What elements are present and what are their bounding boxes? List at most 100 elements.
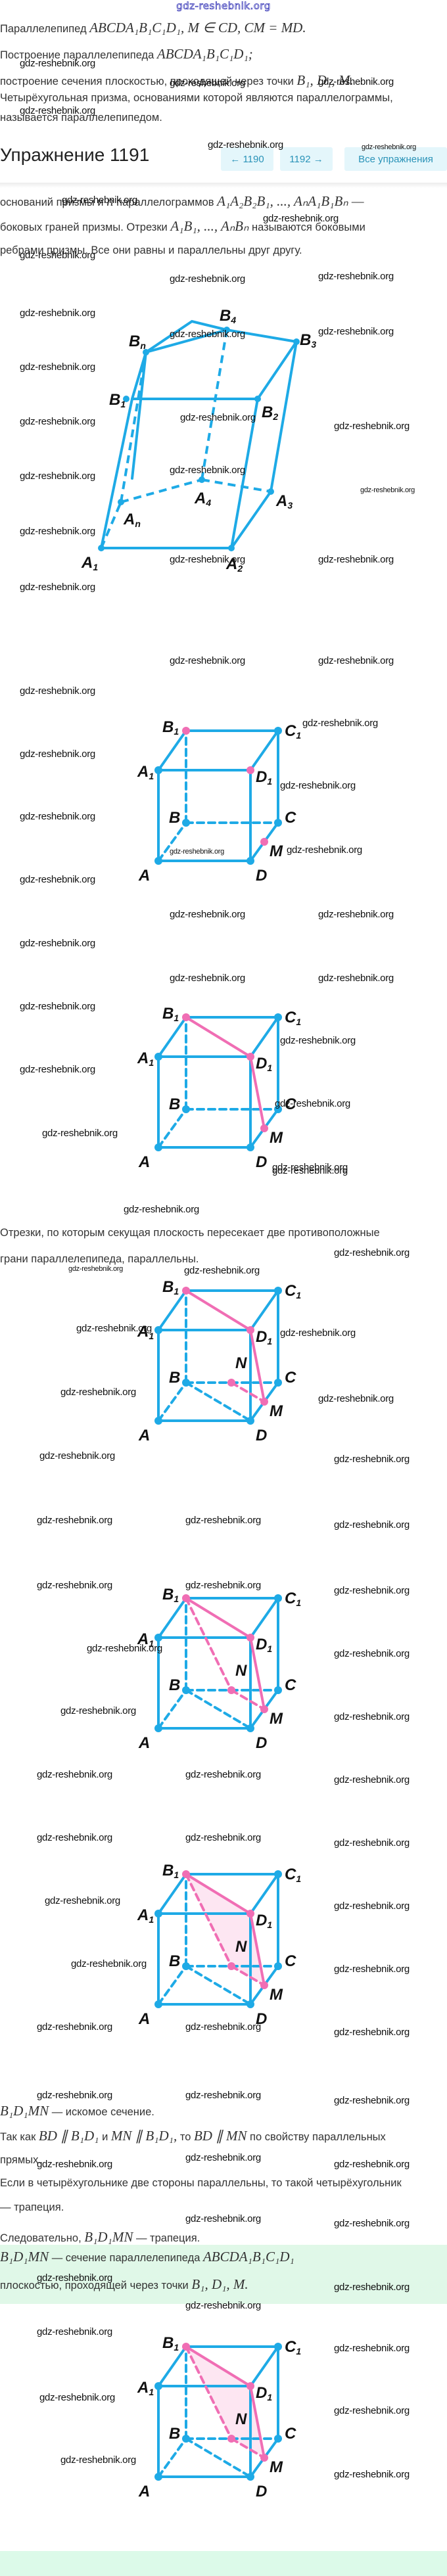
section-edge-D1-M bbox=[249, 1636, 266, 1711]
watermark: gdz-reshebnik.org bbox=[208, 139, 283, 150]
label-A1: A1 bbox=[81, 554, 98, 572]
label-D1: D1 bbox=[256, 2384, 272, 2403]
vertex-A bbox=[154, 1417, 162, 1425]
watermark: gdz-reshebnik.org bbox=[62, 195, 137, 206]
watermark: gdz-reshebnik.org bbox=[20, 250, 95, 261]
since-math: BD ∥ B₁D₁ bbox=[38, 2128, 99, 2144]
watermark: gdz-reshebnik.org bbox=[334, 1454, 410, 1465]
section-text: построение сечения плоскостью, проходяще… bbox=[0, 76, 297, 87]
watermark: gdz-reshebnik.org bbox=[334, 1585, 410, 1596]
conclusion-math: B₁D₁MN bbox=[0, 2103, 49, 2119]
watermark: gdz-reshebnik.org bbox=[124, 1204, 199, 1215]
site-logo[interactable]: gdz-reshebnik.org bbox=[176, 0, 271, 12]
section-edge-B1-D1 bbox=[185, 1016, 252, 1058]
section-fill bbox=[186, 1874, 264, 1985]
therefore-text: Следовательно, bbox=[0, 2232, 85, 2244]
section-edge-D1-M bbox=[249, 1912, 266, 1987]
watermark: gdz-reshebnik.org bbox=[20, 416, 95, 427]
watermark: gdz-reshebnik.org bbox=[334, 1247, 410, 1258]
watermark: gdz-reshebnik.org bbox=[37, 2272, 112, 2284]
edge-C1-D1 bbox=[249, 1597, 279, 1639]
prism-text: оснований призмы и bbox=[0, 196, 107, 208]
answer-math: B₁D₁MN bbox=[0, 2249, 49, 2265]
given-math: ABCDA₁B₁C₁D₁, M ∈ CD, CM = MD. bbox=[89, 20, 306, 35]
watermark: gdz-reshebnik.org bbox=[37, 1769, 112, 1780]
therefore-line: Следовательно, B₁D₁MN — трапеция. bbox=[0, 2229, 200, 2245]
section-edge-N-M bbox=[230, 1381, 266, 1403]
watermark: gdz-reshebnik.org bbox=[360, 486, 415, 494]
vertex-C bbox=[274, 1686, 282, 1694]
vertex-D bbox=[247, 2473, 254, 2481]
next-exercise-button[interactable]: 1192 → bbox=[280, 147, 333, 171]
construct-math: ABCDA₁B₁C₁D₁; bbox=[156, 46, 253, 62]
label-C: C bbox=[285, 1676, 296, 1694]
prism-n: n bbox=[106, 193, 114, 209]
watermark: gdz-reshebnik.org bbox=[20, 1064, 95, 1075]
watermark: gdz-reshebnik.org bbox=[334, 1711, 410, 1722]
watermark: gdz-reshebnik.org bbox=[318, 554, 394, 565]
hidden-edge-B-D bbox=[185, 1965, 252, 2006]
page-title: Упражнение 1191 bbox=[0, 145, 150, 165]
vertex-A bbox=[154, 1143, 162, 1151]
watermark: gdz-reshebnik.org bbox=[170, 78, 245, 89]
hidden-edge-A-B bbox=[157, 1108, 187, 1149]
vertex-An bbox=[118, 499, 124, 505]
vertex-D bbox=[247, 1143, 254, 1151]
footer-band bbox=[0, 2551, 447, 2576]
watermark: gdz-reshebnik.org bbox=[20, 748, 95, 760]
hidden-edge-A-B bbox=[157, 821, 187, 862]
watermark: gdz-reshebnik.org bbox=[185, 2213, 261, 2224]
all-exercises-button[interactable]: Все упражнения bbox=[344, 147, 447, 171]
label-B: B bbox=[169, 2425, 180, 2443]
vertex-B bbox=[182, 1105, 190, 1113]
label-D1: D1 bbox=[256, 1328, 272, 1346]
watermark: gdz-reshebnik.org bbox=[185, 2090, 261, 2101]
label-B1: B1 bbox=[162, 1586, 179, 1604]
vertex-B1 bbox=[182, 1287, 190, 1295]
edge-C1-D1 bbox=[249, 729, 279, 771]
vertex-Bn bbox=[143, 349, 149, 356]
prism-text: боковых граней призмы. Отрезки bbox=[0, 221, 171, 233]
vertex-D1 bbox=[247, 1910, 254, 1918]
watermark: gdz-reshebnik.org bbox=[185, 2300, 261, 2311]
vertex-A bbox=[154, 2473, 162, 2481]
watermark: gdz-reshebnik.org bbox=[280, 1327, 356, 1339]
label-C: C bbox=[285, 809, 296, 827]
watermark: gdz-reshebnik.org bbox=[45, 1895, 120, 1906]
watermark: gdz-reshebnik.org bbox=[334, 1964, 410, 1975]
vertex-M bbox=[260, 1124, 268, 1132]
watermark: gdz-reshebnik.org bbox=[87, 1643, 162, 1654]
section-fill bbox=[186, 2347, 264, 2458]
answer-box bbox=[0, 2245, 447, 2304]
section-edge-N-M bbox=[230, 1965, 266, 1987]
label-B: B bbox=[169, 1952, 180, 1970]
watermark: gdz-reshebnik.org bbox=[20, 308, 95, 319]
vertex-C bbox=[274, 819, 282, 827]
label-B: B bbox=[169, 1676, 180, 1694]
label-N: N bbox=[235, 1354, 247, 1372]
prism-text: называются боковыми bbox=[248, 221, 365, 233]
answer-line-2: плоскостью, проходящей через точки B₁, D… bbox=[0, 2276, 248, 2293]
vertex-C1 bbox=[274, 2343, 282, 2351]
hidden-edge-A1-An bbox=[100, 501, 122, 549]
watermark: gdz-reshebnik.org bbox=[185, 2152, 261, 2163]
vertex-D bbox=[247, 857, 254, 865]
answer-math: ABCDA₁B₁C₁D₁ bbox=[202, 2249, 294, 2265]
watermark: gdz-reshebnik.org bbox=[334, 421, 410, 432]
watermark: gdz-reshebnik.org bbox=[334, 2469, 410, 2480]
opposite-faces-line-2: грани параллелепипеда, параллельны. bbox=[0, 1253, 199, 1265]
edge-A1-B1 bbox=[157, 2345, 187, 2387]
vertex-B1 bbox=[182, 727, 190, 735]
hidden-edge-A-B bbox=[157, 1381, 187, 1422]
since-math: MN ∥ B₁D₁, bbox=[110, 2128, 177, 2144]
vertex-C bbox=[274, 1962, 282, 1970]
watermark: gdz-reshebnik.org bbox=[20, 685, 95, 697]
prism-math: A₁A₂B₂B₁, ..., AₙA₁B₁Bₙ — bbox=[217, 193, 364, 209]
label-A: A bbox=[138, 867, 150, 885]
vertex-A bbox=[154, 857, 162, 865]
prev-exercise-button[interactable]: ← 1190 bbox=[221, 147, 273, 171]
